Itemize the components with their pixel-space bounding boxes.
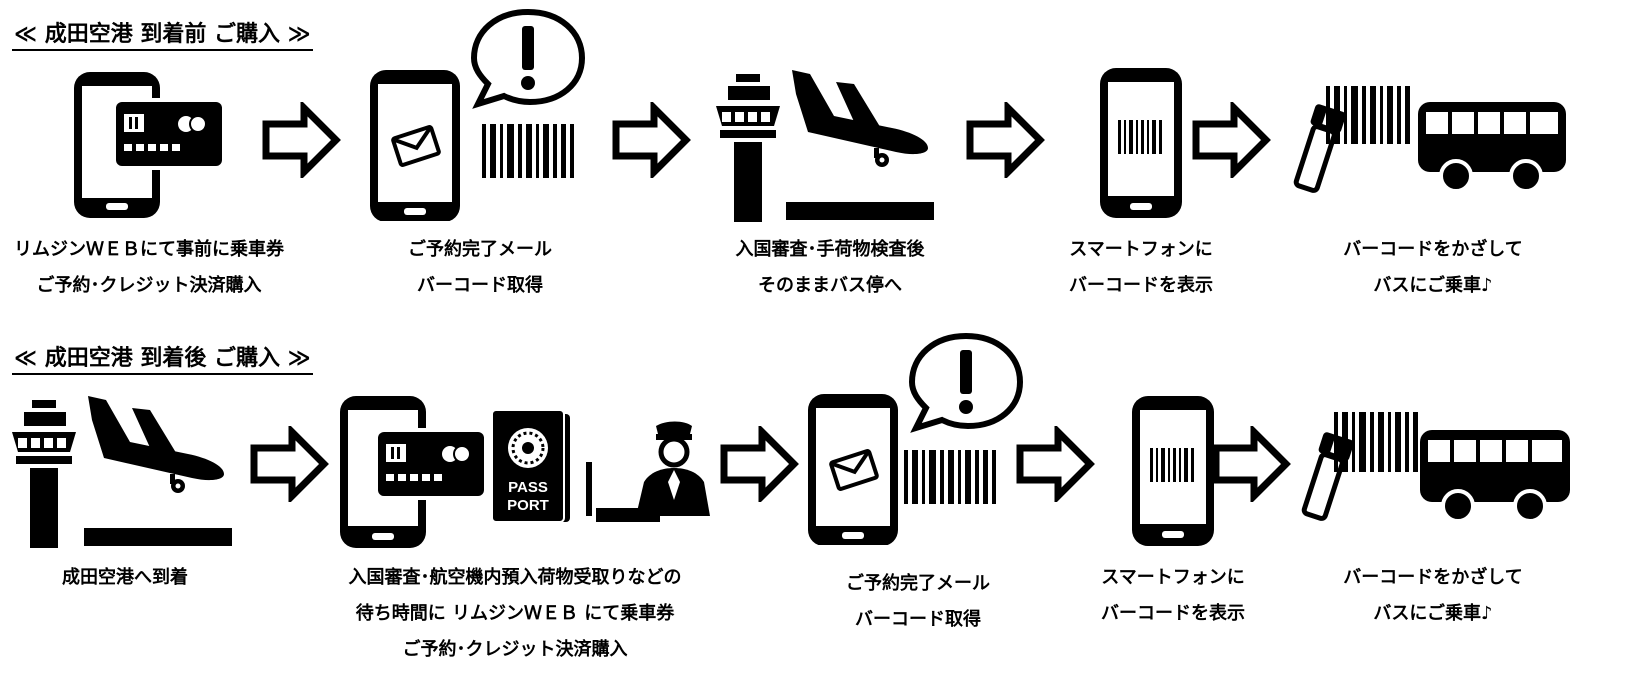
mail-icon (829, 449, 879, 491)
section-heading-before-arrival: ≪ 成田空港 到着前 ご購入 ≫ (12, 22, 313, 51)
step-caption: スマートフォンに バーコードを表示 (1101, 567, 1245, 624)
step-show-barcode-after (1132, 396, 1214, 548)
step-caption: 入国審査･手荷物検査後 そのままバス停へ (735, 239, 925, 296)
step-web-reservation-after: PASS PORT (340, 396, 710, 556)
step-arrival (12, 392, 242, 552)
passport-label: PASS (508, 479, 548, 496)
arrow-right-icon (720, 426, 799, 502)
barcode-icon (1150, 448, 1194, 482)
step-caption: ご予約完了メール バーコード取得 (408, 239, 552, 296)
control-tower-icon (12, 400, 76, 548)
passport-icon: PASS PORT (491, 409, 570, 523)
credit-card-icon (112, 98, 226, 170)
alert-bubble-icon (908, 332, 1024, 433)
barcode-icon (482, 124, 574, 178)
barcode-icon (1326, 86, 1410, 144)
barcode-icon (1118, 120, 1162, 154)
arrow-right-icon (966, 102, 1045, 178)
bus-icon (1418, 102, 1566, 193)
mail-icon (391, 125, 441, 167)
section-heading-after-arrival: ≪ 成田空港 到着後 ご購入 ≫ (12, 346, 313, 375)
step-caption: ご予約完了メール バーコード取得 (846, 573, 990, 630)
step-caption: 成田空港へ到着 (62, 567, 188, 588)
step-board-bus-after (1298, 404, 1578, 530)
airplane-landing-icon (84, 396, 232, 546)
step-confirmation-mail-after (808, 330, 1028, 545)
step-caption: リムジンＷＥＢにて事前に乗車券 ご予約･クレジット決済購入 (14, 239, 284, 296)
bus-icon (1420, 430, 1570, 523)
step-caption: スマートフォンに バーコードを表示 (1069, 239, 1213, 296)
immigration-officer-icon (586, 421, 710, 522)
arrow-right-icon (612, 102, 691, 178)
barcode-icon (904, 450, 996, 504)
airplane-landing-icon (786, 70, 934, 220)
step-caption: バーコードをかざして バスにご乗車♪ (1343, 567, 1523, 624)
alert-bubble-icon (470, 8, 586, 109)
step-show-barcode-before (1100, 68, 1182, 220)
step-caption: バーコードをかざして バスにご乗車♪ (1343, 239, 1523, 296)
step-caption: 入国審査･航空機内預入荷物受取りなどの 待ち時間に リムジンＷＥＢ にて乗車券 … (348, 567, 682, 660)
credit-card-icon (374, 428, 488, 500)
arrow-right-icon (250, 426, 329, 502)
arrow-right-icon (1016, 426, 1095, 502)
arrow-right-icon (1212, 426, 1291, 502)
step-confirmation-mail-before (370, 6, 590, 221)
passport-label: PORT (507, 497, 549, 514)
arrow-right-icon (262, 102, 341, 178)
arrow-right-icon (1192, 102, 1271, 178)
step-board-bus-before (1290, 80, 1570, 200)
control-tower-icon (716, 74, 780, 222)
barcode-icon (1334, 412, 1418, 472)
step-immigration-before (716, 68, 946, 228)
step-web-reservation-before (68, 72, 228, 222)
